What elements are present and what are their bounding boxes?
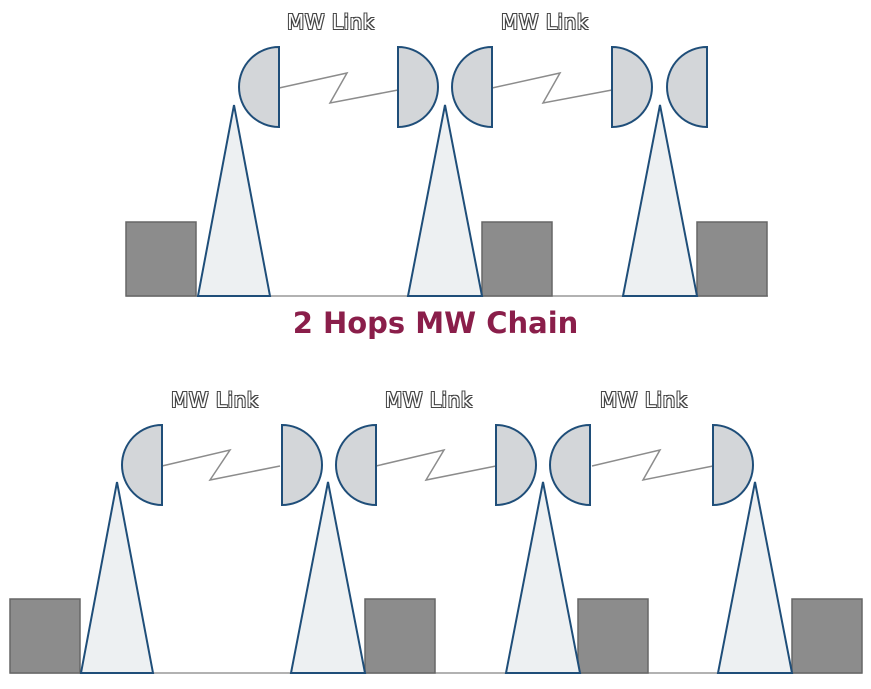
mw-link-label: MW Link <box>600 388 688 412</box>
dish-icon <box>238 45 280 129</box>
dish-icon <box>495 423 537 507</box>
building <box>364 598 436 674</box>
page-title: 2 Hops MW Chain <box>292 306 579 340</box>
building <box>481 221 553 297</box>
building <box>9 598 81 674</box>
building <box>125 221 197 297</box>
tower <box>406 104 484 297</box>
dish-icon <box>397 45 439 129</box>
tower <box>289 481 367 674</box>
mw-link-label: MW Link <box>171 388 259 412</box>
dish-icon <box>451 45 493 129</box>
dish-icon <box>611 45 653 129</box>
mw-link-line <box>491 71 613 105</box>
tower <box>79 481 155 674</box>
tower <box>621 104 699 297</box>
dish-icon <box>549 423 591 507</box>
top-chain <box>125 45 768 297</box>
building <box>696 221 768 297</box>
tower <box>196 104 272 297</box>
mw-link-line <box>591 448 714 482</box>
mw-link-label: MW Link <box>501 10 589 34</box>
dish-icon <box>121 423 163 507</box>
mw-link-label: MW Link <box>385 388 473 412</box>
dish-icon <box>666 45 708 129</box>
dish-icon <box>281 423 323 507</box>
dish-icon <box>335 423 377 507</box>
mw-link-line <box>161 448 281 482</box>
mw-link-line <box>278 71 399 105</box>
mw-link-label: MW Link <box>287 10 375 34</box>
mw-link-line <box>375 448 497 482</box>
building <box>577 598 649 674</box>
building <box>791 598 863 674</box>
bottom-chain <box>9 423 863 674</box>
tower <box>504 481 582 674</box>
tower <box>716 481 794 674</box>
dish-icon <box>712 423 754 507</box>
